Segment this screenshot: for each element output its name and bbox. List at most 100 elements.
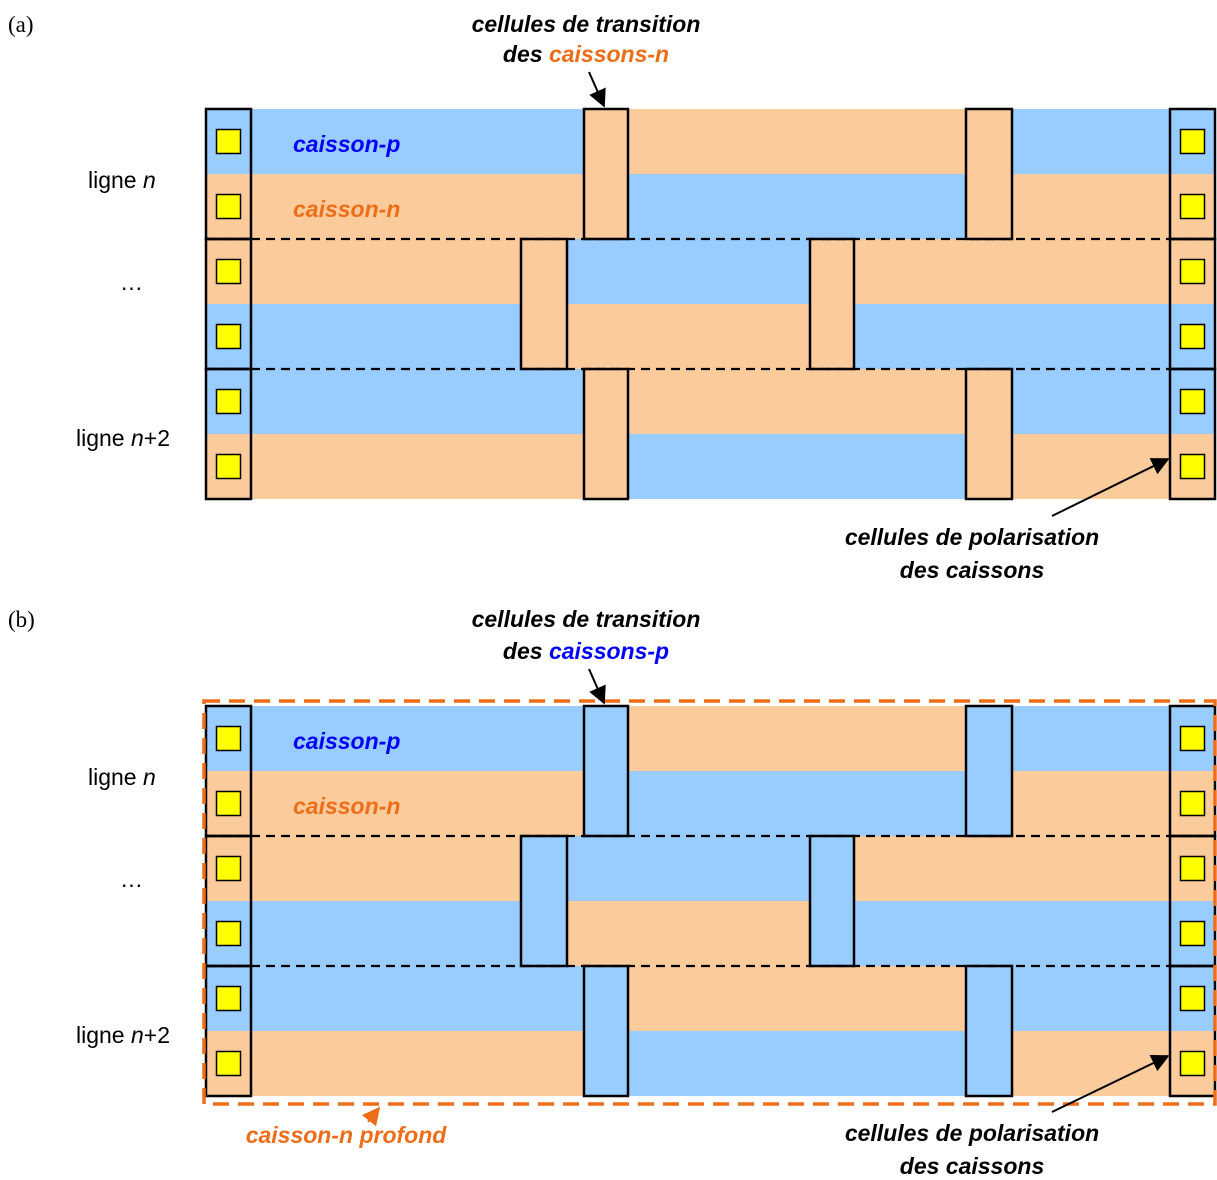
row-label-ellipsis: … <box>120 866 143 892</box>
tap-contact <box>1179 193 1206 220</box>
tap-contact <box>1179 258 1206 285</box>
deep-n-well-label: caisson-n profond <box>246 1122 448 1148</box>
tap-cells-label-line1: cellules de polarisation <box>845 1120 1099 1146</box>
well-stripe <box>605 109 988 174</box>
deep-n-well-arrow <box>361 1106 381 1127</box>
well-stripe <box>206 1031 605 1096</box>
well-n-label: caisson-n <box>293 196 400 222</box>
tap-contact <box>1179 1050 1206 1077</box>
transition-cell <box>519 237 569 371</box>
tap-contact <box>1179 725 1206 752</box>
panel-b-label: (b) <box>8 607 35 632</box>
transition-cell <box>808 237 856 371</box>
well-stripe <box>543 304 832 369</box>
transition-cell <box>582 704 630 838</box>
transition-cell <box>964 367 1014 501</box>
tap-cells-label-line1: cellules de polarisation <box>845 524 1099 550</box>
transition-cell <box>964 107 1014 241</box>
well-grid-a <box>204 107 1217 501</box>
well-stripe <box>206 706 605 771</box>
well-stripe <box>206 239 543 304</box>
well-stripe <box>206 966 605 1031</box>
tap-contact <box>215 790 242 817</box>
tap-contact <box>1179 790 1206 817</box>
well-p-label: caisson-p <box>293 131 400 157</box>
well-stripe <box>832 901 1215 966</box>
well-stripe <box>206 174 605 239</box>
tap-contact <box>1179 985 1206 1012</box>
well-stripe <box>605 434 988 499</box>
transition-cells-label-line2: des caissons-p <box>503 638 669 664</box>
well-stripe <box>543 239 832 304</box>
panel-b: (b) ligne n … ligne n+2 caisson-p caisso… <box>8 606 1217 1179</box>
well-stripe <box>988 771 1215 836</box>
tap-cells-label-line2: des caissons <box>900 557 1044 583</box>
transition-cells-label-line1: cellules de transition <box>472 11 701 37</box>
transition-cells-label-line2: des caissons-n <box>503 41 669 67</box>
tap-contact <box>1179 388 1206 415</box>
transition-cell <box>582 367 630 501</box>
tap-contact <box>1179 920 1206 947</box>
well-stripe <box>206 369 605 434</box>
tap-contact <box>215 453 242 480</box>
tap-contact <box>215 193 242 220</box>
tap-contact <box>215 128 242 155</box>
transition-cell <box>964 704 1014 838</box>
well-stripe <box>988 1031 1215 1096</box>
well-stripe <box>206 434 605 499</box>
well-grid-b <box>204 704 1217 1098</box>
tap-contact <box>215 323 242 350</box>
well-stripe <box>988 434 1215 499</box>
tap-cell <box>1168 367 1217 501</box>
tap-contact <box>215 985 242 1012</box>
tap-contact <box>1179 453 1206 480</box>
tap-contact <box>215 1050 242 1077</box>
well-stripe <box>605 771 988 836</box>
well-stripe <box>988 369 1215 434</box>
deep-n-well-outline <box>202 699 1217 1106</box>
well-stripe <box>206 901 543 966</box>
well-stripe <box>543 901 832 966</box>
tap-cell <box>204 367 253 501</box>
row-label-line-n: ligne n <box>88 167 156 193</box>
transition-cells-label-line1: cellules de transition <box>472 606 701 632</box>
tap-cells-label-line2: des caissons <box>900 1153 1044 1179</box>
well-stripe <box>543 836 832 901</box>
transition-cell <box>964 964 1014 1098</box>
transition-cell <box>582 107 630 241</box>
row-label-line-n-plus-2: ligne n+2 <box>76 1022 170 1048</box>
transition-cell <box>582 964 630 1098</box>
tap-cells-arrow <box>1051 458 1170 517</box>
well-n-label: caisson-n <box>293 793 400 819</box>
well-stripe <box>605 966 988 1031</box>
well-stripe <box>832 239 1215 304</box>
well-stripe <box>832 836 1215 901</box>
tap-cell <box>204 964 253 1098</box>
well-p-label: caisson-p <box>293 728 400 754</box>
well-stripe <box>605 174 988 239</box>
tap-contact <box>215 725 242 752</box>
transition-cell <box>808 834 856 968</box>
well-stripe <box>605 1031 988 1096</box>
tap-contact <box>215 855 242 882</box>
transition-cells-arrow <box>588 668 606 705</box>
tap-contact <box>215 920 242 947</box>
well-stripe <box>988 706 1215 771</box>
well-stripe <box>206 109 605 174</box>
well-stripe <box>605 706 988 771</box>
tap-contact <box>215 258 242 285</box>
tap-cells-arrow <box>1051 1054 1170 1113</box>
row-label-line-n-plus-2: ligne n+2 <box>76 425 170 451</box>
tap-contact <box>215 388 242 415</box>
panel-a: (a) ligne n … ligne n+2 caisson-p caisso… <box>8 11 1217 583</box>
row-label-ellipsis: … <box>120 269 143 295</box>
well-stripe <box>206 304 543 369</box>
tap-contact <box>1179 128 1206 155</box>
tap-contact <box>1179 323 1206 350</box>
transition-cells-arrow <box>588 71 606 108</box>
panel-a-label: (a) <box>8 12 34 37</box>
well-stripe <box>988 174 1215 239</box>
well-stripe <box>832 304 1215 369</box>
transition-cell <box>519 834 569 968</box>
